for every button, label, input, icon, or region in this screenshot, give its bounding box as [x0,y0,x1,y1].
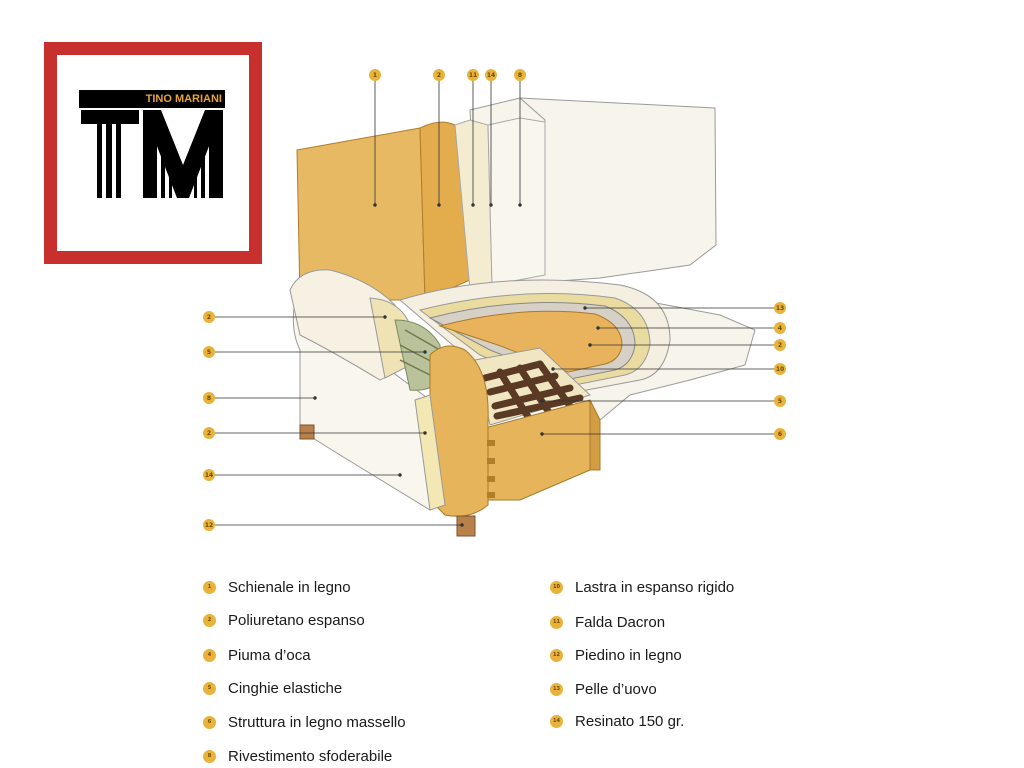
legend-item: 1 Schienale in legno [203,577,351,597]
callout-number: 8 [518,72,522,79]
legend-item: 11 Falda Dacron [550,612,665,632]
callout-leader-lines [215,80,775,527]
callout-top-2: 2 [433,69,445,81]
callout-number: 2 [437,72,441,79]
legend-number-dot: 4 [203,648,216,662]
callout-right-5: 5 [774,395,786,407]
callouts-right: 13 4 2 10 5 6 [774,302,786,440]
legend-item: 2 Poliuretano espanso [203,610,365,630]
legend-number-dot: 13 [550,682,563,696]
callout-number: 5 [207,349,211,356]
legend-number-dot: 8 [203,749,216,763]
callout-top-11: 11 [467,69,479,81]
logo-brand-band: TINO MARIANI [79,90,225,108]
callout-number: 2 [207,430,211,437]
callout-number: 8 [207,395,211,402]
legend-number-dot: 10 [550,580,563,594]
legend-item: 14 Resinato 150 gr. [550,711,684,731]
legend-number-dot: 1 [203,580,216,594]
callout-left-2b: 2 [203,427,215,439]
legend-number-dot: 2 [203,613,216,627]
legend-number-dot: 11 [550,615,563,629]
legend-label: Lastra in espanso rigido [575,578,735,596]
sofa-cutaway-diagram: 1 2 11 14 8 2 5 8 2 14 12 13 4 2 10 5 6 [203,69,786,537]
legend-number-dot: 12 [550,648,563,662]
legend-item: 4 Piuma d’oca [203,645,311,665]
callout-left-8: 8 [203,392,215,404]
legend-label: Pelle d’uovo [575,680,657,698]
callouts-left: 2 5 8 2 14 12 [203,311,215,531]
callout-right-2: 2 [774,339,786,351]
callouts-top: 1 2 11 14 8 [369,69,526,81]
legend-label: Rivestimento sfoderabile [228,747,393,765]
callout-number: 2 [778,342,782,349]
elastic-belts [474,347,591,426]
callout-number: 14 [487,72,495,79]
logo-initials-mark [81,110,223,198]
callout-number: 12 [205,522,213,529]
callout-number: 6 [778,431,782,438]
seat-cushion [398,279,671,396]
legend-label: Resinato 150 gr. [575,712,685,730]
wooden-feet [299,424,476,537]
legend-label: Piuma d’oca [228,646,311,664]
legend-number-dot: 5 [203,681,216,695]
callout-number: 11 [469,72,477,79]
callout-top-14: 14 [485,69,497,81]
legend-item: 12 Piedino in legno [550,645,682,665]
legend-number-dot: 6 [203,715,216,729]
legend-label: Schienale in legno [228,578,351,596]
callout-right-10: 10 [774,363,786,375]
legend-item: 8 Rivestimento sfoderabile [203,746,392,766]
legend-label: Piedino in legno [575,646,682,664]
legend-label: Poliuretano espanso [228,611,365,629]
callout-top-8: 8 [514,69,526,81]
left-armrest [289,269,495,517]
callout-left-2a: 2 [203,311,215,323]
callout-number: 2 [207,314,211,321]
callout-number: 5 [778,398,782,405]
callout-number: 13 [776,305,784,312]
legend-item: 13 Pelle d’uovo [550,679,657,699]
callout-right-6: 6 [774,428,786,440]
legend-label: Cinghie elastiche [228,679,343,697]
legend-item: 6 Struttura in legno massello [203,712,406,732]
callout-left-14: 14 [203,469,215,481]
callout-number: 14 [205,472,213,479]
callout-number: 4 [778,325,782,332]
callout-top-1: 1 [369,69,381,81]
callout-left-5: 5 [203,346,215,358]
callout-left-12: 12 [203,519,215,531]
callout-right-13: 13 [774,302,786,314]
callout-number: 1 [373,72,377,79]
legend-item: 10 Lastra in espanso rigido [550,577,734,597]
legend-label: Struttura in legno massello [228,713,406,731]
legend-number-dot: 14 [550,714,563,728]
callout-number: 10 [776,366,784,373]
brand-logo: TINO MARIANI [44,42,262,264]
legend-label: Falda Dacron [575,613,666,631]
wood-frame [484,399,601,501]
legend-item: 5 Cinghie elastiche [203,678,342,698]
callout-right-4: 4 [774,322,786,334]
